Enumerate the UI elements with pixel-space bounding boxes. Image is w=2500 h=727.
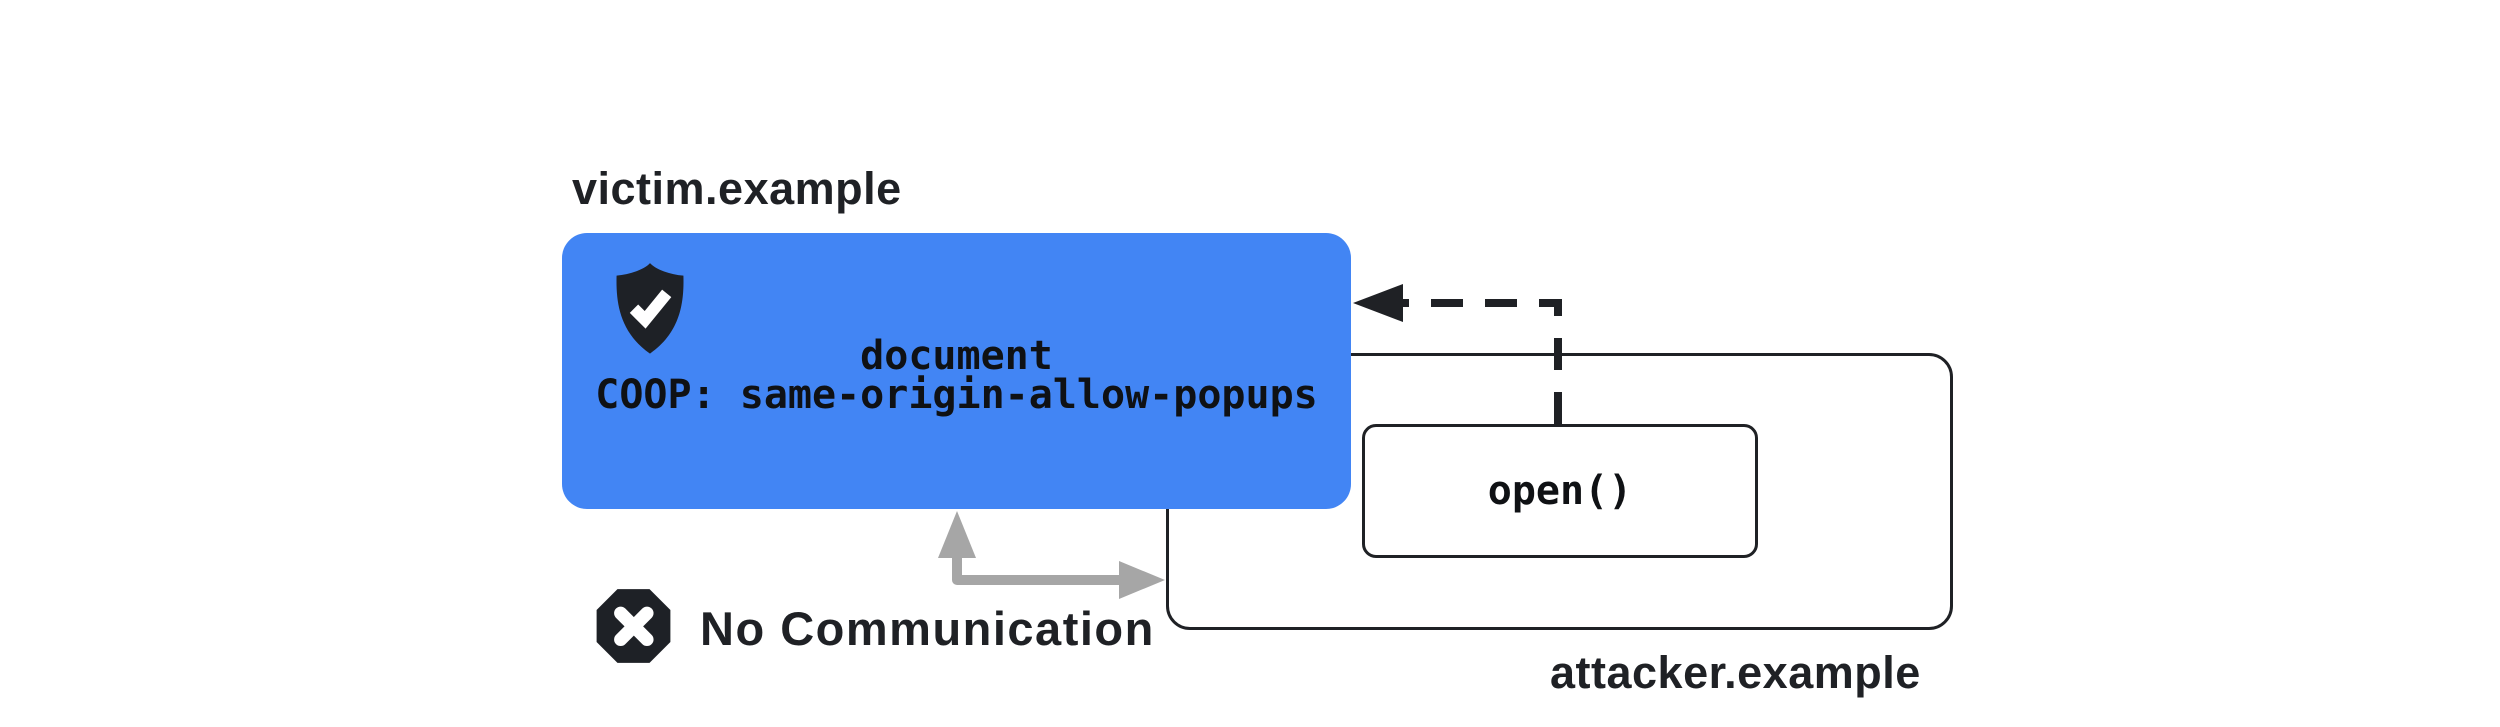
no-communication-arrow-line	[952, 556, 1121, 585]
no-communication-arrow-right-head-icon	[1119, 561, 1165, 599]
victim-domain-label: victim.example	[572, 163, 902, 214]
no-communication-arrow-up-head-icon	[938, 511, 976, 558]
victim-document-box: document COOP: same-origin-allow-popups	[562, 233, 1351, 509]
x-octagon-icon	[596, 589, 671, 663]
no-communication-label: No Communication	[700, 602, 1155, 655]
shield-check-icon	[616, 263, 684, 354]
attacker-domain-label: attacker.example	[1550, 647, 1921, 698]
open-arrow-head-icon	[1353, 284, 1403, 322]
document-label: document	[860, 333, 1053, 379]
coop-header-label: COOP: same-origin-allow-popups	[595, 372, 1318, 418]
victim-box-text: document COOP: same-origin-allow-popups	[562, 333, 1351, 418]
open-call-label: open()	[1487, 468, 1633, 514]
open-call-box: open()	[1362, 424, 1758, 558]
